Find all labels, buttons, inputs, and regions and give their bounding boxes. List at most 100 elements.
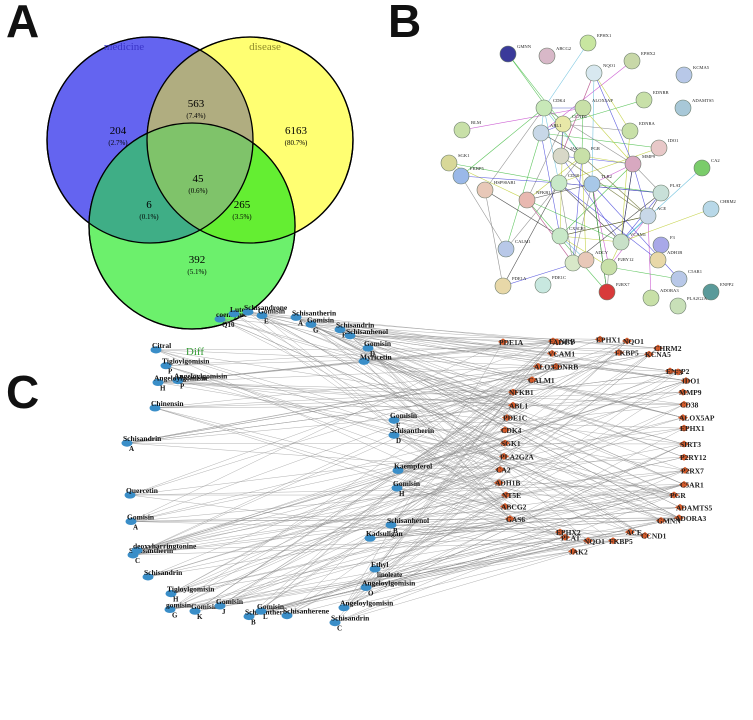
ppi-node-label: FKBP5 <box>470 166 484 171</box>
network-edge <box>286 366 539 616</box>
compound-node-label: Gomisin <box>191 602 219 611</box>
compound-node-label: Gomisin <box>257 602 285 611</box>
network-edge <box>154 391 684 409</box>
compound-node-sublabel: G <box>313 326 319 334</box>
target-node-label: P2RY12 <box>680 453 707 462</box>
ppi-node-label: MMP9 <box>642 154 656 159</box>
network-edge <box>363 361 685 445</box>
ppi-node: PGR <box>573 146 601 165</box>
target-node-label: CALM1 <box>528 376 555 385</box>
compound-node-dot <box>242 308 254 316</box>
target-node: NQO1 <box>583 537 605 546</box>
network-edge <box>169 371 679 610</box>
network-edge <box>170 469 501 594</box>
compound-node-label: Schisandrin <box>331 614 370 623</box>
ppi-node: VCAM1 <box>612 232 647 251</box>
compound-node-sublabel: D <box>396 437 401 445</box>
compound-node-dot <box>124 491 136 499</box>
network-edge <box>219 469 501 607</box>
target-node-dot <box>498 338 508 346</box>
compound-node-dot <box>121 439 133 447</box>
ppi-node-label: VCAM1 <box>630 232 647 237</box>
compound-node: Lutein <box>228 305 252 318</box>
target-node-label: EPHX1 <box>596 335 621 344</box>
ppi-node: TLR2 <box>583 174 613 193</box>
network-edge <box>363 361 506 507</box>
venn-region-disease-only: 6163(80.7%) <box>285 125 308 147</box>
ppi-node-label: CDK4 <box>553 98 566 103</box>
network-edge <box>248 531 631 617</box>
target-node-label: EDNRB <box>552 363 578 372</box>
compound-node-label: Angeloylgomisin <box>154 373 208 382</box>
target-node-dot <box>625 528 635 536</box>
target-node: EPHX1 <box>679 424 705 433</box>
target-node-label: CA2 <box>496 466 511 475</box>
network-edge <box>369 352 620 539</box>
ppi-node-circle <box>670 270 688 288</box>
compound-node-dot <box>329 619 341 627</box>
target-node-dot <box>495 466 505 474</box>
ppi-edge <box>632 163 649 217</box>
compound-node: Schisanhenol <box>344 327 388 340</box>
network-edge <box>393 420 662 521</box>
network-edge <box>170 482 500 594</box>
venn-region-disease-diff: 265(3.5%) <box>232 199 252 221</box>
compound-node-label: Schisandrin <box>336 321 375 330</box>
network-edge <box>219 318 685 445</box>
ppi-node-label: PDE1C <box>552 275 566 280</box>
ppi-node: HSP90AB1 <box>476 180 516 199</box>
compound-node-label: Gomisin <box>216 597 244 606</box>
network-edge <box>132 380 687 556</box>
network-edge <box>343 443 685 608</box>
compound-node-sublabel: D <box>370 350 375 358</box>
ppi-edge <box>581 155 634 165</box>
ppi-edge <box>572 183 593 264</box>
compound-node-dot <box>364 534 376 542</box>
compound-node-label: Schisanherene <box>283 607 330 616</box>
network-edge <box>132 494 507 556</box>
compound-node-dot <box>165 590 177 598</box>
target-node-dot <box>679 440 689 448</box>
ppi-node-label: EDNRB <box>653 90 669 95</box>
network-edge <box>219 470 686 607</box>
compound-node-sublabel: B <box>393 527 398 535</box>
ppi-node: CDK4 <box>535 98 566 117</box>
network-edge <box>157 382 514 393</box>
network-edge <box>169 341 558 610</box>
svg-text:204: 204 <box>110 125 127 137</box>
network-edge <box>295 317 675 496</box>
compound-node-label: Kaempferol <box>394 461 432 470</box>
ppi-node-circle <box>452 167 470 185</box>
network-edge <box>295 317 685 458</box>
network-edge <box>310 324 659 349</box>
network-edge <box>126 442 685 445</box>
ppi-edge <box>593 72 631 132</box>
network-edge <box>247 311 671 372</box>
ppi-node-circle <box>585 64 603 82</box>
target-node-dot <box>656 517 666 525</box>
network-edge <box>155 349 680 519</box>
compound-node-label: Gomisin <box>307 315 335 324</box>
ppi-node-label: CALM1 <box>515 239 531 244</box>
target-node-label: ADORA3 <box>675 514 706 523</box>
ppi-edge <box>502 182 560 287</box>
ppi-node: KCMA5 <box>675 65 710 84</box>
compound-node-dot <box>255 607 267 615</box>
network-edge <box>219 429 506 607</box>
ppi-node-label: ACE <box>657 206 666 211</box>
ppi-node-circle <box>624 155 642 173</box>
target-node-label: CDK4 <box>501 426 522 435</box>
network-edge <box>374 494 507 570</box>
ppi-node-circle <box>650 139 668 157</box>
network-edge <box>343 340 554 608</box>
ppi-node-label: GMNN <box>517 44 532 49</box>
ppi-edge <box>558 182 622 243</box>
ppi-node: CA2 <box>693 158 720 177</box>
